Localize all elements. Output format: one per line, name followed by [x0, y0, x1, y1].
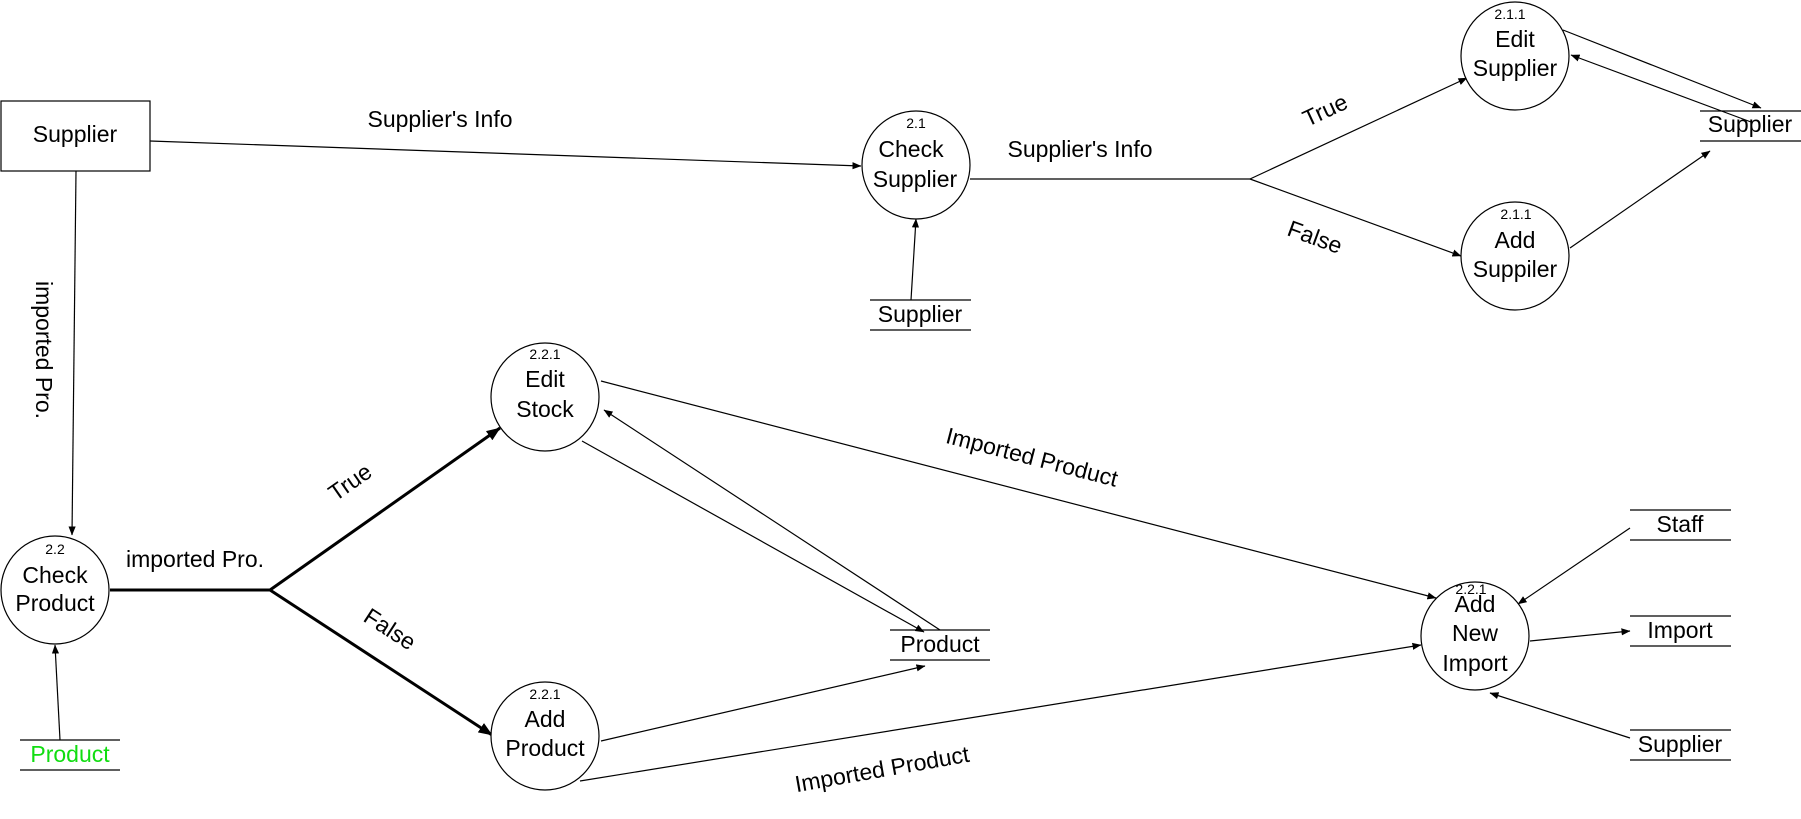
process-add-new-import: 2.2.1 Add New Import: [1420, 581, 1530, 691]
process-label-line3: Import: [1442, 650, 1508, 676]
flow-add-supplier-to-store: [1569, 150, 1711, 249]
process-number: 2.2.1: [529, 686, 560, 702]
flow-label-imported-pro-vertical: imported Pro.: [31, 281, 57, 419]
flow-supplier-store-to-add-new-import: [1489, 692, 1631, 739]
flow-label-true-1: True: [1298, 88, 1351, 131]
process-edit-supplier: 2.1.1 Edit Supplier: [1460, 1, 1570, 111]
flow-label-suppliers-info-2: Supplier's Info: [1007, 136, 1152, 162]
process-label-line2: Supplier: [873, 166, 958, 192]
process-label-line1: Edit: [525, 366, 565, 392]
process-label-line1: Check: [22, 562, 88, 588]
flow-edit-stock-to-add-new-import: [600, 380, 1437, 600]
store-label: Supplier: [1638, 731, 1723, 757]
store-label: Import: [1647, 617, 1713, 643]
process-number: 2.1.1: [1494, 6, 1525, 22]
process-label-line2: Product: [505, 735, 585, 761]
process-add-supplier: 2.1.1 Add Suppiler: [1460, 201, 1570, 311]
process-number: 2.2: [45, 541, 65, 557]
flow-supplier-to-check-supplier: [149, 140, 862, 170]
store-supplier-bottom: Supplier: [1630, 729, 1731, 761]
process-label-line2: Supplier: [1473, 55, 1558, 81]
flow-label-true-2: True: [324, 458, 377, 506]
flow-product-store-to-edit-stock: [603, 409, 941, 631]
flow-add-new-import-to-import: [1529, 628, 1631, 642]
process-label-line2: New: [1452, 620, 1498, 646]
flow-add-product-to-add-new-import: [579, 642, 1422, 782]
process-check-supplier: 2.1 Check Supplier: [861, 110, 971, 220]
entity-supplier-label: Supplier: [33, 121, 118, 147]
flow-label-suppliers-info-1: Supplier's Info: [367, 106, 512, 132]
process-number: 2.1: [906, 115, 926, 131]
process-number: 2.1.1: [1500, 206, 1531, 222]
process-label-line1: Add: [1455, 591, 1496, 617]
process-add-product: 2.2.1 Add Product: [490, 681, 600, 791]
process-label-line1: Add: [1495, 227, 1536, 253]
flow-label-false-1: False: [1284, 215, 1346, 259]
flow-staff-to-add-new-import: [1517, 527, 1631, 605]
store-label: Staff: [1657, 511, 1704, 537]
flow-false-to-add-product: [269, 588, 493, 737]
store-label: Product: [30, 741, 110, 767]
store-supplier-right: Supplier: [1700, 110, 1801, 142]
process-check-product: 2.2 Check Product: [0, 535, 110, 645]
flow-edit-supplier-to-store: [1562, 29, 1762, 109]
process-number: 2.2.1: [1455, 581, 1486, 597]
flow-label-imported-product-1: Imported Product: [943, 422, 1121, 491]
flow-supplier-to-check-product: [68, 170, 77, 536]
store-label: Supplier: [878, 301, 963, 327]
process-label-line1: Check: [878, 136, 944, 162]
process-label-line2: Product: [15, 590, 95, 616]
flow-add-product-to-product-store: [600, 664, 926, 742]
flow-true-to-edit-supplier: [1249, 77, 1468, 180]
process-label-line2: Suppiler: [1473, 256, 1558, 282]
store-product-left: Product: [20, 739, 120, 771]
store-import: Import: [1630, 615, 1731, 647]
store-label: Product: [900, 631, 980, 657]
store-staff: Staff: [1630, 509, 1731, 541]
flow-supplier-store-to-check-supplier: [910, 218, 920, 301]
store-label: Supplier: [1708, 111, 1793, 137]
process-label-line1: Add: [525, 706, 566, 732]
flow-label-imported-product-2: Imported Product: [793, 741, 972, 797]
flow-true-to-edit-stock: [269, 426, 501, 592]
flow-product-store-to-check-product: [51, 644, 61, 741]
process-number: 2.2.1: [529, 346, 560, 362]
process-edit-stock: 2.2.1 Edit Stock: [490, 342, 600, 452]
process-label-line1: Edit: [1495, 26, 1535, 52]
flow-label-imported-pro-horizontal: imported Pro.: [126, 546, 264, 572]
entity-supplier: Supplier: [0, 100, 151, 172]
process-label-line2: Stock: [516, 396, 574, 422]
flow-edit-stock-to-product-store: [581, 440, 925, 633]
flow-false-to-add-supplier: [1249, 178, 1462, 257]
flow-label-false-2: False: [359, 603, 420, 655]
store-product-mid: Product: [890, 629, 990, 661]
store-supplier-top: Supplier: [870, 299, 971, 331]
